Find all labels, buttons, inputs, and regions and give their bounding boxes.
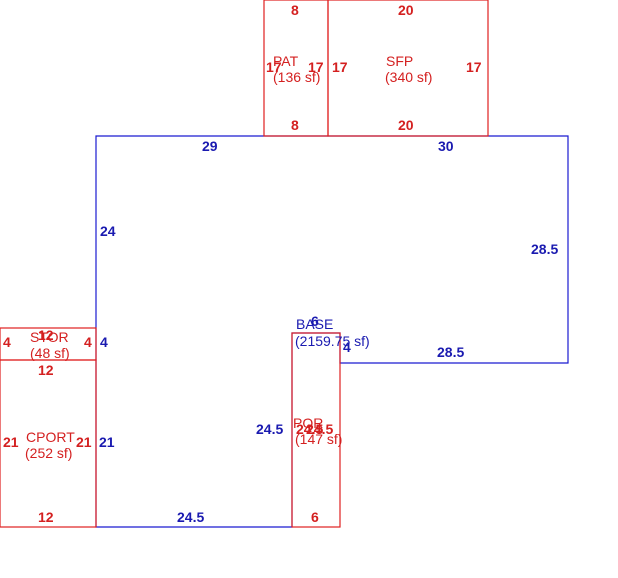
pat-name: PAT — [273, 53, 299, 69]
base-step-bottom-dim: 28.5 — [437, 344, 464, 360]
por-outline — [291, 332, 341, 528]
sfp-top-dim: 20 — [398, 2, 414, 18]
sfp-right-dim: 17 — [466, 59, 482, 75]
stor-bottom-dim: 12 — [38, 362, 54, 378]
base-step-top-dim: 6 — [311, 313, 319, 329]
pat-right-dim: 17 — [308, 59, 324, 75]
cport-outline — [0, 359, 97, 528]
por-left-dim: 24.5 — [296, 421, 323, 437]
pat-bottom-dim: 8 — [291, 117, 299, 133]
base-left-upper-dim: 24 — [100, 223, 116, 239]
cport-right-dim: 21 — [76, 434, 92, 450]
stor-left-dim: 4 — [3, 334, 11, 350]
base-left-mid-dim: 4 — [100, 334, 108, 350]
sfp-left-dim: 17 — [332, 59, 348, 75]
pat-area: (136 sf) — [273, 69, 320, 85]
base-top-left-dim: 29 — [202, 138, 218, 154]
base-bottom-dim: 24.5 — [177, 509, 204, 525]
base-step-left-dim: 4 — [343, 339, 351, 355]
base-left-lower-dim: 21 — [99, 434, 115, 450]
stor-name: STOR — [30, 329, 69, 345]
por-right-dim: 24.5 — [306, 421, 333, 437]
pat-left-dim: 17 — [266, 59, 282, 75]
stor-top-dim: 12 — [38, 327, 54, 343]
cport-name: CPORT — [26, 429, 75, 445]
por-bottom-dim: 6 — [311, 509, 319, 525]
pat-top-dim: 8 — [291, 2, 299, 18]
sfp-outline — [327, 0, 489, 137]
base-area: (2159.75 sf) — [295, 333, 370, 349]
base-right-dim: 28.5 — [531, 241, 558, 257]
sfp-bottom-dim: 20 — [398, 117, 414, 133]
stor-area: (48 sf) — [30, 345, 70, 361]
cport-area: (252 sf) — [25, 445, 72, 461]
base-name: BASE — [296, 316, 333, 332]
base-notch-left-dim: 24.5 — [256, 421, 283, 437]
sfp-area: (340 sf) — [385, 69, 432, 85]
stor-right-dim: 4 — [84, 334, 92, 350]
cport-bottom-dim: 12 — [38, 509, 54, 525]
por-name: POR — [293, 415, 323, 431]
base-top-right-dim: 30 — [438, 138, 454, 154]
sfp-name: SFP — [386, 53, 413, 69]
cport-left-dim: 21 — [3, 434, 19, 450]
por-area: (147 sf) — [295, 431, 342, 447]
